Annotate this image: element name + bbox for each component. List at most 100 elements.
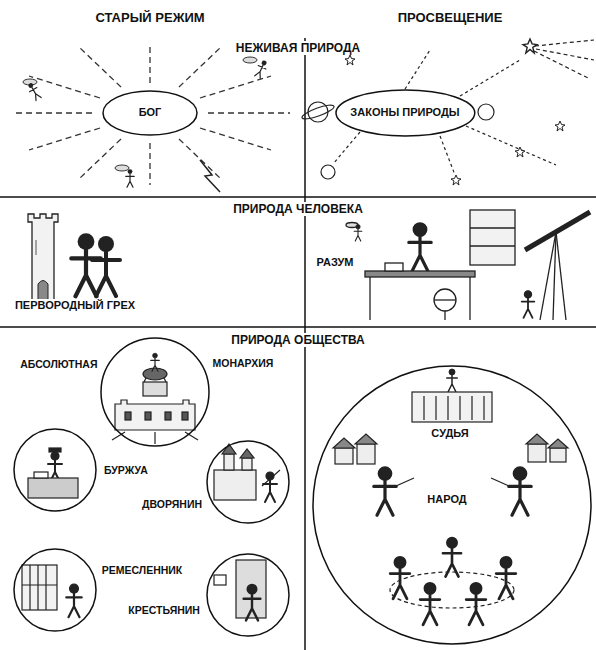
monarchy-scene: [145, 412, 151, 420]
noble-scene: [262, 470, 280, 486]
noble-scene: [240, 449, 254, 458]
republic-scene: [496, 557, 516, 599]
noble-scene: [214, 444, 280, 502]
tower-and-figures: [92, 236, 120, 296]
peasant-scene: [214, 575, 226, 585]
section-dividers: [0, 38, 596, 650]
republic-scene: [390, 557, 410, 599]
stars: [555, 121, 565, 131]
node-label: НАРОД: [424, 493, 469, 506]
scholar-scene: [470, 245, 515, 246]
monarchy-scene: [182, 412, 188, 420]
section-band: ПРИРОДА ОБЩЕСТВААБСОЛЮТНАЯМОНАРХИЯБУРЖУА…: [0, 327, 596, 650]
sun-rays: [29, 76, 100, 98]
node-label: ЗАКОНЫ ПРИРОДЫ: [347, 106, 462, 119]
sun-rays: [179, 48, 220, 87]
sun-rays: [149, 44, 150, 83]
monarchy-scene: [143, 368, 167, 380]
bourgeois-scene: [28, 478, 78, 498]
scholar-scene: [365, 271, 475, 277]
noble-scene: [242, 458, 252, 470]
scholar-scene: [556, 232, 566, 320]
scholar-scene: [540, 232, 556, 320]
planets: [466, 126, 556, 165]
artisan-scene: [22, 565, 82, 617]
scholar-scene: [354, 225, 362, 242]
circle-outline: [207, 441, 289, 523]
angel-figures: [200, 160, 220, 192]
god-ellipse: БОГ: [102, 90, 198, 136]
sun-rays: [29, 128, 100, 150]
republic-scene: [447, 369, 458, 392]
scholar-scene: [409, 223, 431, 271]
noble-scene: [214, 470, 256, 500]
republic-scene: [443, 538, 461, 577]
peasant-scene: [244, 584, 261, 620]
estate-circle: АБСОЛЮТНАЯМОНАРХИЯ: [100, 337, 210, 447]
estate-circle: БУРЖУА: [13, 428, 97, 512]
circle-outline: [14, 429, 96, 511]
republic-scene: [423, 396, 424, 420]
sun-rays: [80, 48, 121, 87]
stars: [515, 147, 525, 157]
planets: [535, 40, 594, 46]
estate-circle: ДВОРЯНИН: [206, 440, 290, 524]
scholar-scene: [470, 227, 515, 228]
republic-scene: [491, 478, 509, 486]
planets: [534, 51, 588, 78]
noble-scene: [224, 454, 234, 470]
estate-circle: КРЕСТЬЯНИН: [206, 553, 290, 637]
section-heading: НЕЖИВАЯ ПРИРОДА: [233, 41, 363, 55]
node-label: КРЕСТЬЯНИН: [125, 604, 203, 617]
sun-rays: [208, 112, 290, 113]
society-circle: СУДЬЯ НАРОД: [312, 365, 592, 645]
tower-and-figures: [71, 233, 100, 296]
angel-figures: [23, 57, 269, 192]
node-label: СУДЬЯ: [428, 427, 471, 440]
scene-label: ПЕРВОРОДНЫЙ ГРЕХ: [12, 299, 138, 312]
republic-scene: [333, 438, 355, 448]
circle-outline: [313, 366, 591, 644]
republic-scene: [447, 396, 448, 420]
circle-outline: [206, 440, 290, 524]
monarchy-scene: [154, 432, 155, 444]
circle-outline: [101, 338, 209, 446]
scholar-scene: [369, 277, 370, 320]
noble-scene: [263, 472, 277, 502]
planets: [301, 40, 594, 179]
sun-rays: [80, 139, 121, 178]
bourgeois-scene: [49, 448, 61, 452]
artisan-scene: [66, 584, 81, 617]
artisan-scene: [37, 565, 38, 610]
peasant-scene: [214, 560, 266, 620]
planets: [536, 49, 594, 60]
bourgeois-scene: [34, 472, 48, 478]
scholar-scene: [434, 289, 456, 311]
republic-scene: [396, 478, 414, 486]
angel-figures: [26, 81, 42, 101]
section-dividers: [0, 196, 596, 198]
republic-scene: [466, 583, 486, 625]
scholar-scene: [434, 299, 456, 300]
scene-label: РАЗУМ: [314, 256, 357, 269]
republic-scene: [355, 434, 377, 444]
republic-scene: [412, 392, 492, 422]
node-label: МОНАРХИЯ: [210, 357, 277, 370]
stars: [345, 39, 565, 185]
node-label: РЕМЕСЛЕННИК: [99, 564, 186, 577]
ellipse-outline: [336, 90, 475, 136]
republic-scene: [374, 467, 396, 515]
circle-outline: [100, 337, 210, 447]
bourgeois-scene: [28, 448, 78, 498]
sun-rays: [149, 143, 150, 185]
node-label: БОГ: [136, 106, 165, 119]
estate-circle: РЕМЕСЛЕННИК: [13, 548, 97, 632]
node-label: БУРЖУА: [101, 464, 151, 477]
ellipse-outline: [103, 91, 197, 135]
monarchy-scene: [165, 412, 171, 420]
republic-scene: [459, 396, 460, 420]
